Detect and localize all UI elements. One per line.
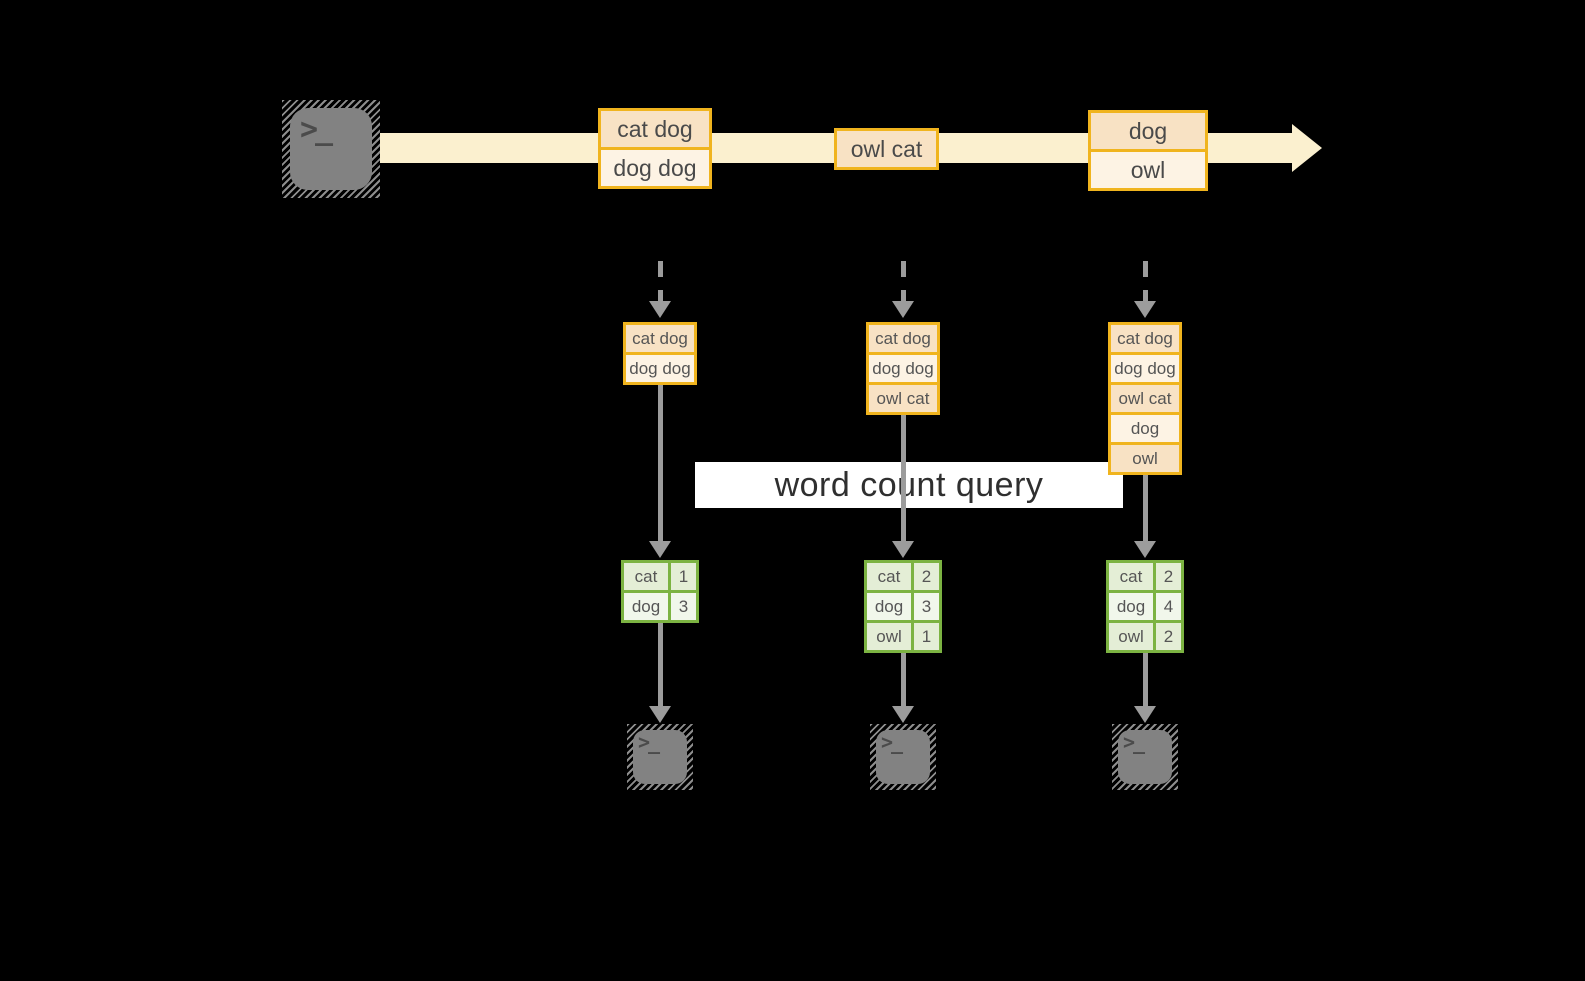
stream-event: cat dog [601, 111, 709, 147]
flow-line [1143, 474, 1148, 541]
prompt-icon: >_ [300, 112, 333, 147]
sink-terminal-icon: >_ [1112, 724, 1178, 790]
count-word: dog [624, 593, 671, 620]
buffered-event: owl cat [1111, 382, 1179, 412]
word-count-table: cat 2 dog 3 owl 1 [864, 560, 942, 653]
ingest-dashed-arrow [658, 261, 663, 301]
buffered-events-stack: cat dog dog dog owl cat dog owl [1108, 322, 1182, 475]
count-row: cat 2 [867, 563, 939, 590]
count-word: cat [867, 563, 914, 590]
stream-arrow-head-icon [1292, 124, 1322, 172]
buffered-events-stack: cat dog dog dog owl cat [866, 322, 940, 415]
prompt-icon: >_ [881, 730, 903, 754]
buffered-event: cat dog [1111, 325, 1179, 352]
buffered-event: dog dog [869, 352, 937, 382]
arrow-head-icon [1134, 301, 1156, 318]
sink-terminal-icon: >_ [870, 724, 936, 790]
arrow-head-icon [649, 706, 671, 723]
prompt-icon: >_ [638, 730, 660, 754]
ingest-dashed-arrow [1143, 261, 1148, 301]
count-row: owl 1 [867, 620, 939, 650]
count-value: 2 [1156, 623, 1181, 650]
count-value: 4 [1156, 593, 1181, 620]
count-word: cat [624, 563, 671, 590]
count-row: cat 2 [1109, 563, 1181, 590]
arrow-head-icon [1134, 706, 1156, 723]
buffered-event: dog dog [1111, 352, 1179, 382]
count-value: 1 [671, 563, 696, 590]
buffered-event: owl cat [869, 382, 937, 412]
count-row: dog 3 [867, 590, 939, 620]
buffered-event: owl [1111, 442, 1179, 472]
stream-event-box: cat dog dog dog [598, 108, 712, 189]
query-banner-label: word count query [774, 465, 1044, 504]
count-row: dog 4 [1109, 590, 1181, 620]
arrow-head-icon [649, 301, 671, 318]
stream-event: owl [1091, 149, 1205, 188]
count-value: 3 [671, 593, 696, 620]
stream-event: dog [1091, 113, 1205, 149]
count-row: cat 1 [624, 563, 696, 590]
stream-event: owl cat [837, 131, 936, 167]
flow-line [901, 414, 906, 541]
terminal-screen [290, 108, 372, 190]
stream-event-box: owl cat [834, 128, 939, 170]
arrow-head-icon [1134, 541, 1156, 558]
word-count-table: cat 1 dog 3 [621, 560, 699, 623]
buffered-events-stack: cat dog dog dog [623, 322, 697, 385]
count-word: cat [1109, 563, 1156, 590]
arrow-head-icon [892, 301, 914, 318]
prompt-icon: >_ [1123, 730, 1145, 754]
stream-event-box: dog owl [1088, 110, 1208, 191]
flow-line [901, 652, 906, 706]
terminal-screen [1118, 730, 1172, 784]
buffered-event: cat dog [869, 325, 937, 352]
count-value: 2 [914, 563, 939, 590]
sink-terminal-icon: >_ [627, 724, 693, 790]
terminal-screen [876, 730, 930, 784]
arrow-head-icon [892, 706, 914, 723]
count-value: 3 [914, 593, 939, 620]
source-terminal-icon: >_ [282, 100, 380, 198]
count-word: dog [867, 593, 914, 620]
flow-line [1143, 652, 1148, 706]
word-count-table: cat 2 dog 4 owl 2 [1106, 560, 1184, 653]
arrow-head-icon [649, 541, 671, 558]
buffered-event: dog [1111, 412, 1179, 442]
count-value: 2 [1156, 563, 1181, 590]
ingest-dashed-arrow [901, 261, 906, 301]
count-word: owl [867, 623, 914, 650]
count-word: owl [1109, 623, 1156, 650]
query-banner: word count query [695, 462, 1123, 508]
count-value: 1 [914, 623, 939, 650]
count-row: owl 2 [1109, 620, 1181, 650]
count-row: dog 3 [624, 590, 696, 620]
buffered-event: dog dog [626, 352, 694, 382]
arrow-head-icon [892, 541, 914, 558]
stream-event: dog dog [601, 147, 709, 186]
flow-line [658, 384, 663, 541]
terminal-screen [633, 730, 687, 784]
buffered-event: cat dog [626, 325, 694, 352]
flow-line [658, 622, 663, 706]
count-word: dog [1109, 593, 1156, 620]
